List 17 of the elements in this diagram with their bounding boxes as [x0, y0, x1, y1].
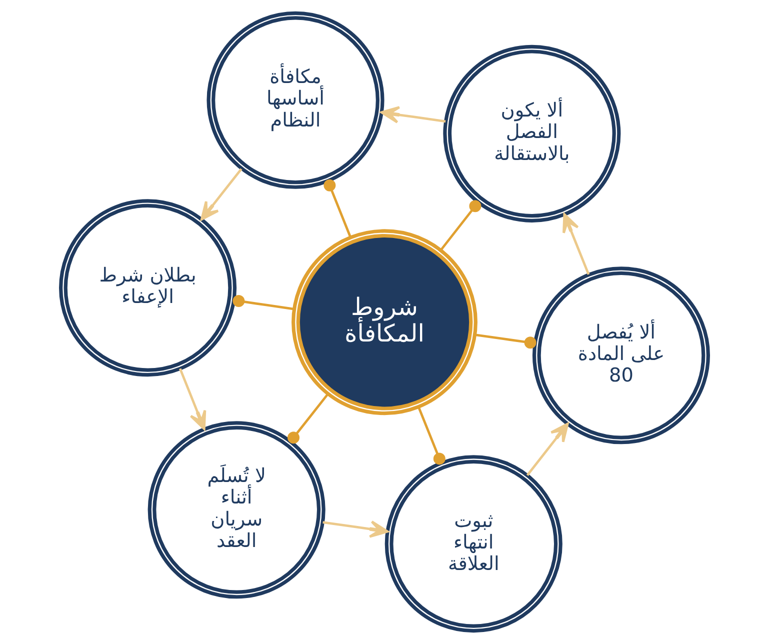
connector [416, 406, 445, 465]
node-circle: شروط المكافأة [291, 229, 477, 416]
arrow [200, 168, 242, 221]
arrow [178, 368, 206, 430]
connector [287, 393, 328, 444]
node-circle: ثبوت انتهاء العلاقة [384, 455, 562, 633]
connector [440, 200, 481, 251]
arrow [380, 106, 446, 124]
connector [232, 295, 294, 310]
arrow [562, 213, 590, 275]
node-circle: ألا يكون الفصل بالاستقالة [442, 44, 620, 222]
arrow [322, 520, 388, 538]
node-circle: لا تُسلَم أثناء سريان العقد [147, 421, 325, 599]
connector [474, 334, 536, 349]
node-circle: مكافأة أساسها النظام [206, 11, 384, 189]
arrow [526, 422, 568, 476]
connector [323, 179, 352, 238]
